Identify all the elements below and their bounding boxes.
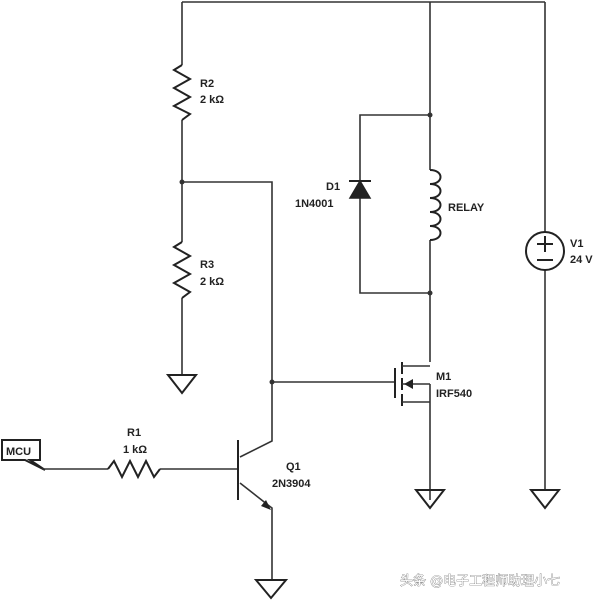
mosfet-m1: M1 IRF540 (272, 362, 472, 500)
r3-value: 2 kΩ (200, 276, 224, 288)
q1-value: 2N3904 (272, 478, 311, 490)
diode-d1: D1 1N4001 (295, 114, 430, 294)
voltage-source-v1: V1 24 V (525, 231, 593, 490)
ground-v1-icon (528, 489, 562, 510)
r1-value: 1 kΩ (123, 444, 147, 456)
q1-label: Q1 (286, 461, 301, 473)
transistor-q1: Q1 2N3904 (237, 382, 311, 580)
relay-label: RELAY (448, 202, 485, 214)
resistor-r3: R3 2 kΩ (171, 182, 224, 375)
m1-value: IRF540 (436, 388, 472, 400)
ground-m1-icon (413, 489, 447, 510)
d1-label: D1 (326, 181, 340, 193)
r2-value: 2 kΩ (200, 94, 224, 106)
divider-to-gate-wire (182, 181, 273, 382)
watermark: 头条 @电子工程师助理小七 (400, 573, 560, 589)
r1-label: R1 (127, 427, 141, 439)
junction-relay-top (427, 112, 433, 118)
m1-label: M1 (436, 371, 451, 383)
ground-q1-icon (253, 579, 289, 600)
mcu-input-tag: MCU (1, 439, 108, 471)
mcu-label: MCU (6, 446, 31, 458)
supply-rail (182, 1, 546, 232)
resistor-r1: R1 1 kΩ (107, 427, 238, 480)
r3-label: R3 (200, 259, 214, 271)
ground-r3-icon (165, 374, 199, 395)
r2-label: R2 (200, 78, 214, 90)
d1-value: 1N4001 (295, 198, 334, 210)
junction-relay-bottom (427, 290, 433, 296)
resistor-r2: R2 2 kΩ (171, 2, 224, 182)
v1-label: V1 (570, 238, 583, 250)
v1-value: 24 V (570, 254, 593, 266)
relay-coil: RELAY (429, 115, 485, 362)
